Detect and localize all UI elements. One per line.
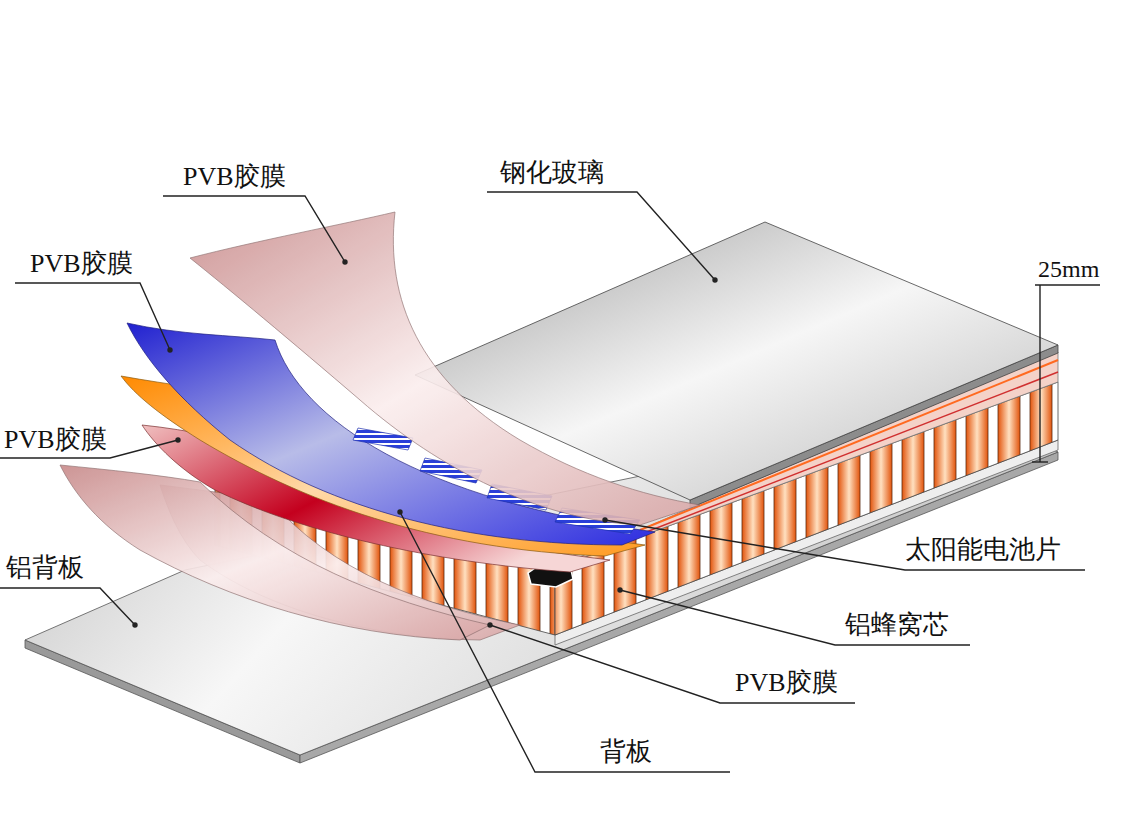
pvb-film (190, 212, 700, 525)
leader-line (487, 192, 715, 280)
part-label: 背板 (600, 737, 652, 767)
leader-line (15, 283, 170, 350)
part-label: PVB胶膜 (735, 668, 838, 698)
leader-dot (713, 278, 717, 282)
leader-dot (603, 518, 607, 522)
part-label: PVB胶膜 (183, 162, 286, 192)
dimension-line (1039, 285, 1040, 462)
leader-line (163, 196, 345, 262)
leader-dot (168, 348, 172, 352)
leader-line (400, 512, 730, 772)
leader-dot (343, 260, 347, 264)
leader-dot (176, 438, 180, 442)
part-label: 太阳能电池片 (905, 535, 1061, 565)
leader-line (1035, 284, 1100, 285)
leader-dot (398, 510, 402, 514)
leader-dot (488, 623, 492, 627)
part-label: 铝背板 (6, 553, 84, 583)
dimension-tick (1032, 461, 1048, 462)
part-label: 钢化玻璃 (500, 158, 604, 188)
peeled-layers (60, 212, 700, 640)
leader-lines (0, 192, 1100, 772)
leader-line (490, 625, 855, 703)
leader-line (620, 590, 970, 645)
dimension-label: 25mm (1038, 254, 1099, 284)
part-label: PVB胶膜 (4, 425, 107, 455)
leader-dot (133, 623, 137, 627)
leader-line (0, 588, 135, 625)
leader-line (605, 520, 1085, 570)
part-label: 铝蜂窝芯 (845, 610, 949, 640)
part-label: PVB胶膜 (30, 249, 133, 279)
leader-dot (618, 588, 622, 592)
